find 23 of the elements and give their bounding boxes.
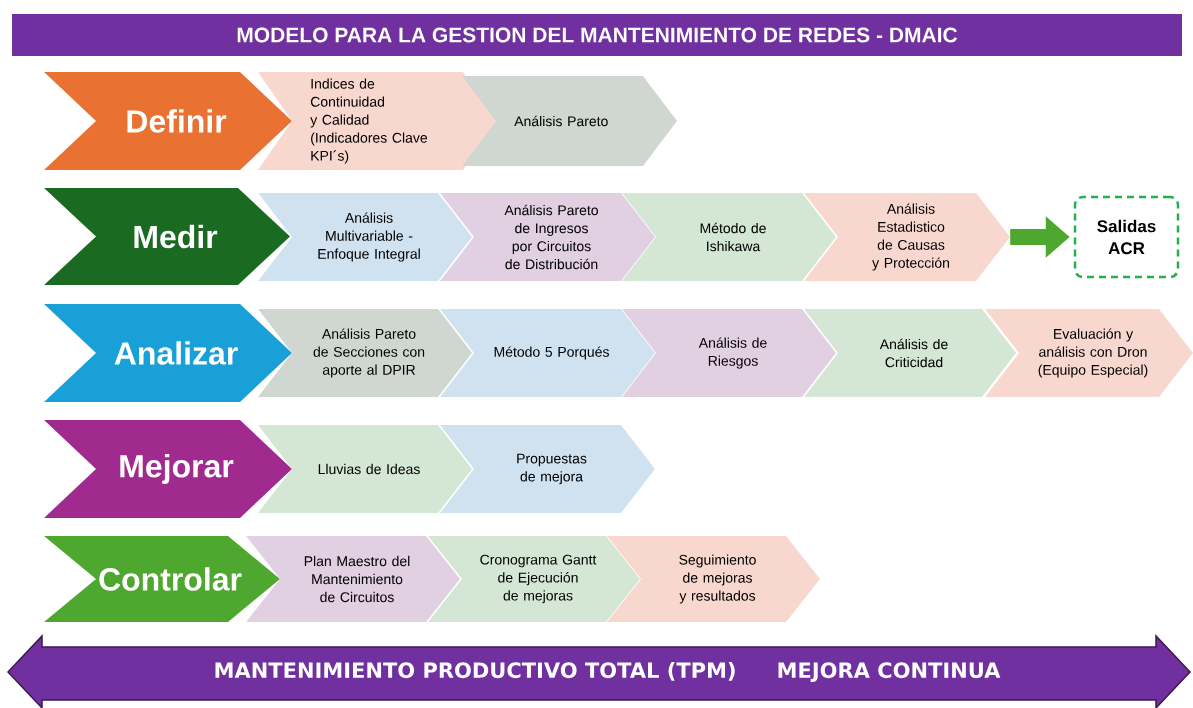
chevron-step: Evaluación y análisis con Dron (Equipo Especial) xyxy=(985,309,1193,397)
chevron-step: Medir xyxy=(44,188,290,285)
chevron-step: Propuestas de mejora xyxy=(440,425,655,513)
chevron-step: Analizar xyxy=(44,304,292,402)
chevron-step: Método 5 Porqués xyxy=(440,309,655,397)
chevron-step: Controlar xyxy=(44,536,280,622)
chevron-step: Análisis Pareto de Ingresos por Circuitos de Distribución xyxy=(440,193,655,281)
output-box: Salidas ACR xyxy=(1073,195,1180,279)
chevron-step: Análisis de Criticidad xyxy=(804,309,1016,397)
title-bar: MODELO PARA LA GESTION DEL MANTENIMIENTO DE REDES - DMAIC xyxy=(12,14,1182,56)
chevron-step: Análisis Estadistico de Causas y Protección xyxy=(804,193,1010,281)
chevron-step: Método de Ishikawa xyxy=(622,193,836,281)
chevron-step: Seguimiento de mejoras y resultados xyxy=(607,536,820,622)
chevron-step: Lluvias de Ideas xyxy=(258,425,472,513)
chevron-step: Indices de Continuidad y Calidad (Indicadores Clave KPI´s) xyxy=(258,72,497,170)
chevron-step: Análisis Pareto xyxy=(462,76,677,166)
chevron-step: Mejorar xyxy=(44,420,292,518)
chevron-step: Análisis de Riesgos xyxy=(622,309,836,397)
chevron-step: Cronograma Gantt de Ejecución de mejoras xyxy=(428,536,640,622)
chevron-step: Análisis Multivariable - Enfoque Integral xyxy=(258,193,472,281)
chevron-step: Plan Maestro del Mantenimiento de Circuitos xyxy=(246,536,460,622)
chevron-step: Definir xyxy=(44,72,292,170)
chevron-step: Análisis Pareto de Secciones con aporte al DPIR xyxy=(258,309,472,397)
